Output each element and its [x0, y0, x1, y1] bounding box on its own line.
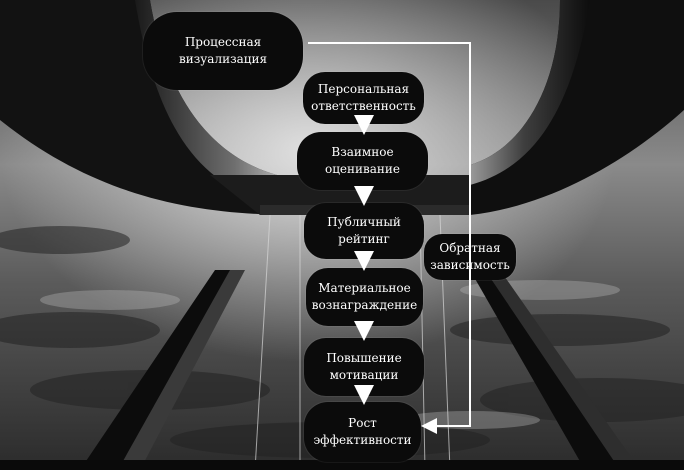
node-personal-responsibility: Персональная ответственность: [303, 72, 424, 124]
node-public-rating: Публичный рейтинг: [304, 203, 424, 259]
node-material-reward: Материальное вознаграждение: [306, 268, 423, 326]
node-process-visualization: Процессная визуализация: [143, 12, 303, 90]
node-mutual-evaluation: Взаимное оценивание: [297, 132, 428, 190]
node-efficiency-growth: Рост эффективности: [304, 402, 421, 462]
node-feedback-dependence: Обратная зависимость: [424, 234, 516, 280]
node-motivation-increase: Повышение мотивации: [304, 338, 424, 396]
